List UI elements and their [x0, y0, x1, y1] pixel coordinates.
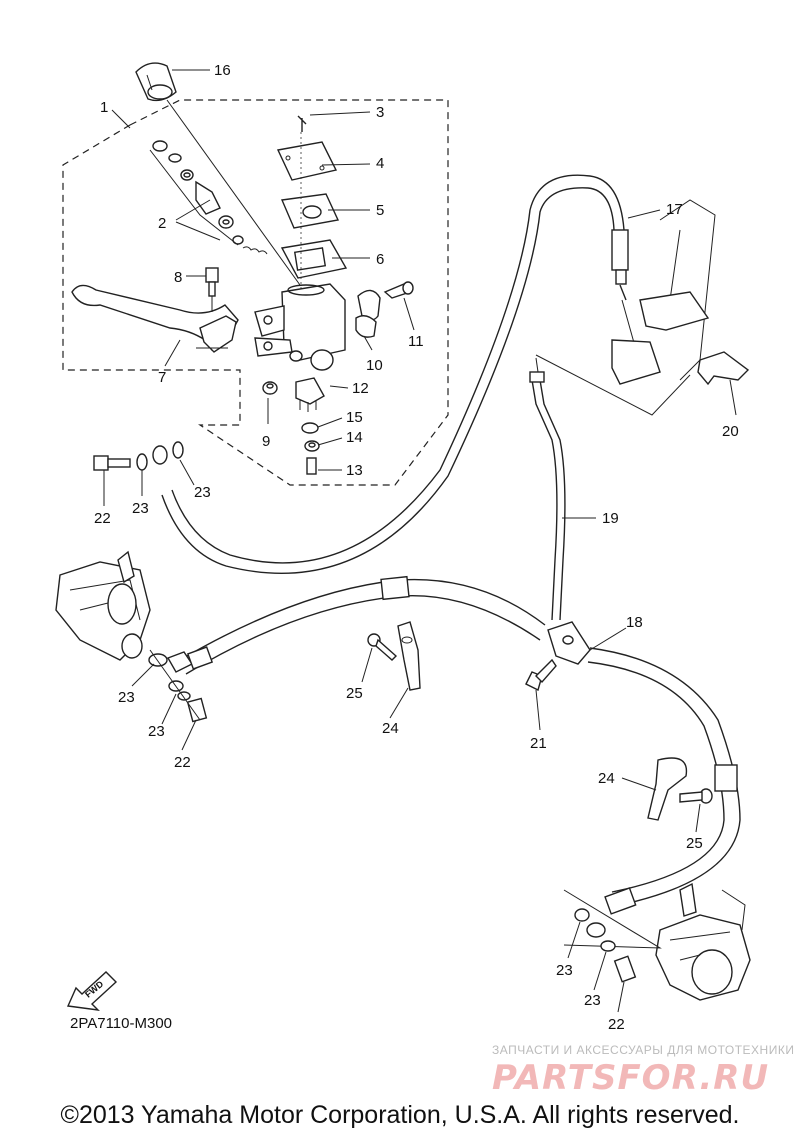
left-caliper[interactable] — [55, 550, 151, 661]
callout-21: 21 — [530, 735, 547, 752]
left-caliper-fittings[interactable] — [148, 646, 214, 723]
hose-holder-24-right[interactable] — [647, 757, 688, 821]
upper-caliper-sketch — [611, 199, 716, 385]
diagram-code: 2PA7110-M300 — [70, 1015, 173, 1032]
callout-7: 7 — [158, 369, 166, 386]
callout-25b: 25 — [686, 835, 703, 852]
callout-23e: 23 — [556, 962, 573, 979]
callout-25a: 25 — [346, 685, 363, 702]
callout-23b: 23 — [194, 484, 211, 501]
callout-18: 18 — [626, 614, 643, 631]
pipe-guide-line — [535, 354, 691, 416]
watermark-logo: PARTSFOR.RU — [492, 1058, 770, 1098]
lever-nut-part[interactable] — [262, 381, 278, 395]
banjo-bolt-upper[interactable] — [93, 455, 131, 471]
hose-clip-20[interactable] — [697, 351, 750, 386]
callout-16: 16 — [214, 62, 231, 79]
holder-bolt-25-left[interactable] — [367, 633, 398, 661]
callout-15: 15 — [346, 409, 363, 426]
leader-lines — [103, 69, 737, 1013]
callout-22c: 22 — [608, 1016, 625, 1033]
watermark-tagline: ЗАПЧАСТИ И АКСЕССУАРЫ ДЛЯ МОТОТЕХНИКИ — [492, 1043, 795, 1057]
switch-screw-stack[interactable] — [301, 422, 320, 475]
callout-23a: 23 — [132, 500, 149, 517]
callout-20: 20 — [722, 423, 739, 440]
callout-4: 4 — [376, 155, 384, 172]
right-caliper-fittings[interactable] — [563, 889, 662, 983]
callout-17: 17 — [666, 201, 683, 218]
brake-hose-18[interactable] — [179, 575, 741, 915]
joint-bolt-21[interactable] — [525, 658, 557, 692]
holder-part[interactable] — [355, 289, 381, 338]
washers-upper[interactable] — [136, 441, 184, 471]
callout-23f: 23 — [584, 992, 601, 1009]
callout-10: 10 — [366, 357, 383, 374]
callout-24a: 24 — [382, 720, 399, 737]
brake-pipe-19[interactable] — [529, 357, 566, 621]
callout-23c: 23 — [118, 689, 135, 706]
right-caliper[interactable] — [655, 882, 751, 1001]
callout-23d: 23 — [148, 723, 165, 740]
callout-3: 3 — [376, 104, 384, 121]
callout-13: 13 — [346, 462, 363, 479]
callout-11: 11 — [408, 333, 424, 350]
callout-22a: 22 — [94, 510, 111, 527]
master-cylinder-body[interactable] — [254, 283, 346, 371]
assembly-boundary-1 — [62, 99, 449, 486]
fwd-arrow-icon: FWD — [66, 971, 118, 1011]
callout-6: 6 — [376, 251, 384, 268]
brake-lever-part[interactable] — [71, 284, 239, 353]
callout-24b: 24 — [598, 770, 615, 787]
piston-kit-part[interactable] — [149, 140, 268, 255]
callout-14: 14 — [346, 429, 363, 446]
grip-end-part[interactable] — [135, 62, 301, 286]
copyright-notice: ©2013 Yamaha Motor Corporation, U.S.A. A… — [60, 1101, 740, 1129]
brake-switch-part[interactable] — [295, 377, 325, 412]
holder-bolt-25-right[interactable] — [679, 788, 713, 804]
reservoir-cap-stack[interactable] — [276, 115, 348, 290]
callout-1: 1 — [100, 99, 108, 116]
callout-8: 8 — [174, 269, 182, 286]
hose-holder-24-left[interactable] — [397, 621, 421, 691]
callout-5: 5 — [376, 202, 384, 219]
pivot-bolt-part[interactable] — [205, 267, 219, 312]
callout-9: 9 — [262, 433, 270, 450]
callout-2: 2 — [158, 215, 166, 232]
callout-22b: 22 — [174, 754, 191, 771]
callout-19: 19 — [602, 510, 619, 527]
callouts: 1 2 3 4 5 6 7 8 9 10 11 12 13 14 15 16 1… — [94, 62, 739, 1033]
holder-bolt-part[interactable] — [383, 281, 414, 299]
callout-12: 12 — [352, 380, 369, 397]
hose-17-end[interactable] — [161, 174, 637, 574]
